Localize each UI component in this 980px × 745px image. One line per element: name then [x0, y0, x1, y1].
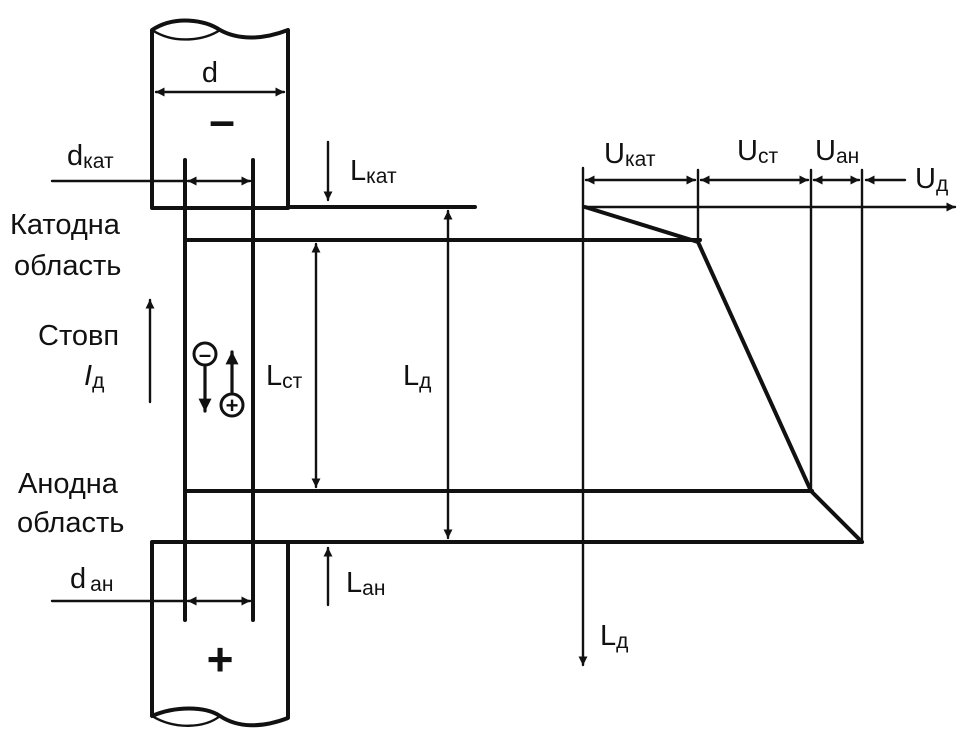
arc-length-label: Lд	[403, 360, 431, 393]
anode-voltage-label: Uан	[815, 135, 859, 168]
cathode-spot-label: dкат	[67, 140, 114, 173]
svg-text:–: –	[199, 342, 211, 367]
ion-symbol: +	[219, 392, 245, 418]
column-voltage-label: Uст	[737, 135, 778, 168]
voltage-distribution-curve	[583, 205, 864, 544]
cathode-voltage-label: Uкат	[604, 138, 656, 171]
anode-sign: +	[207, 633, 234, 685]
electrode-diameter-label: d	[202, 57, 218, 89]
anode-region-label-line2: область	[17, 507, 124, 539]
anode-region-length-label: Lан	[346, 567, 385, 600]
anode-electrode	[150, 540, 290, 728]
arc-current-label: Iд	[84, 360, 104, 393]
cathode-sign: –	[209, 94, 235, 146]
column-label: Стовп	[38, 320, 119, 352]
cathode-electrode	[150, 18, 290, 210]
cathode-region-label-line2: область	[14, 250, 121, 282]
anode-region-label-line1: Анодна	[18, 468, 119, 500]
cathode-region-label-line1: Катодна	[10, 209, 121, 241]
column-length-label: Lст	[266, 360, 303, 393]
length-axis-label: Lд	[600, 620, 628, 653]
arc-voltage-label: Uд	[915, 163, 948, 196]
cathode-region-length-label: Lкат	[350, 155, 397, 188]
svg-text:+: +	[226, 393, 239, 418]
electron-symbol: –	[192, 341, 218, 367]
